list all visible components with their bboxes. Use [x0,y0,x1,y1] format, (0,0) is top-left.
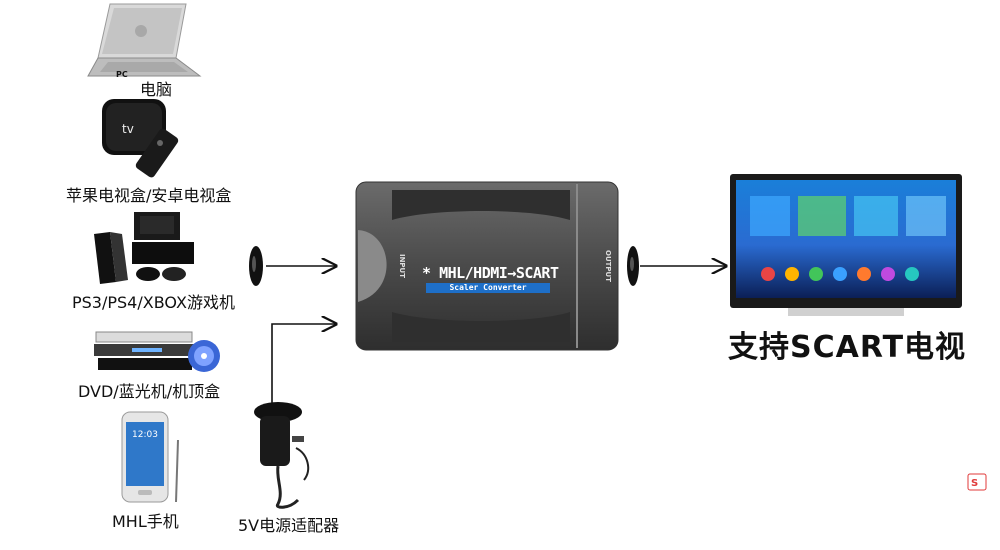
converter-source: MHL/HDMI [439,264,508,282]
converter-arrow: → [507,264,516,282]
converter-target: SCART [515,264,559,282]
watermark-logo-icon: S [967,473,987,491]
dvd-label: DVD/蓝光机/机顶盒 [78,382,221,401]
power-label: 5V电源适配器 [238,516,340,535]
svg-text:tv: tv [122,122,134,136]
svg-text:S: S [971,478,978,489]
phone-label: MHL手机 [112,512,179,531]
converter-subtitle: Scaler Converter [426,283,550,293]
dvd-player-icon [94,331,220,372]
power-adapter-icon [254,402,310,509]
input-connector-icon [249,246,263,286]
tv-caption: 支持SCART电视 [728,330,967,365]
smartphone-icon [121,411,179,503]
pc-tag: PC [116,70,128,79]
tv-icon [730,174,962,316]
converter-title: * MHL/HDMI→SCART [422,264,559,282]
output-connector-icon [627,246,639,286]
apple-tv-icon: tv [102,99,179,178]
console-label: PS3/PS4/XBOX游戏机 [72,293,235,312]
tvbox-label: 苹果电视盒/安卓电视盒 [66,186,232,205]
pc-label: 电脑 [140,80,173,99]
output-port-label: OUTPUT [604,250,612,282]
input-port-label: INPUT [398,253,407,279]
phone-time: 12:03 [132,430,158,440]
converter-box [355,181,619,351]
game-console-icon [94,212,194,284]
laptop-icon [87,3,202,77]
